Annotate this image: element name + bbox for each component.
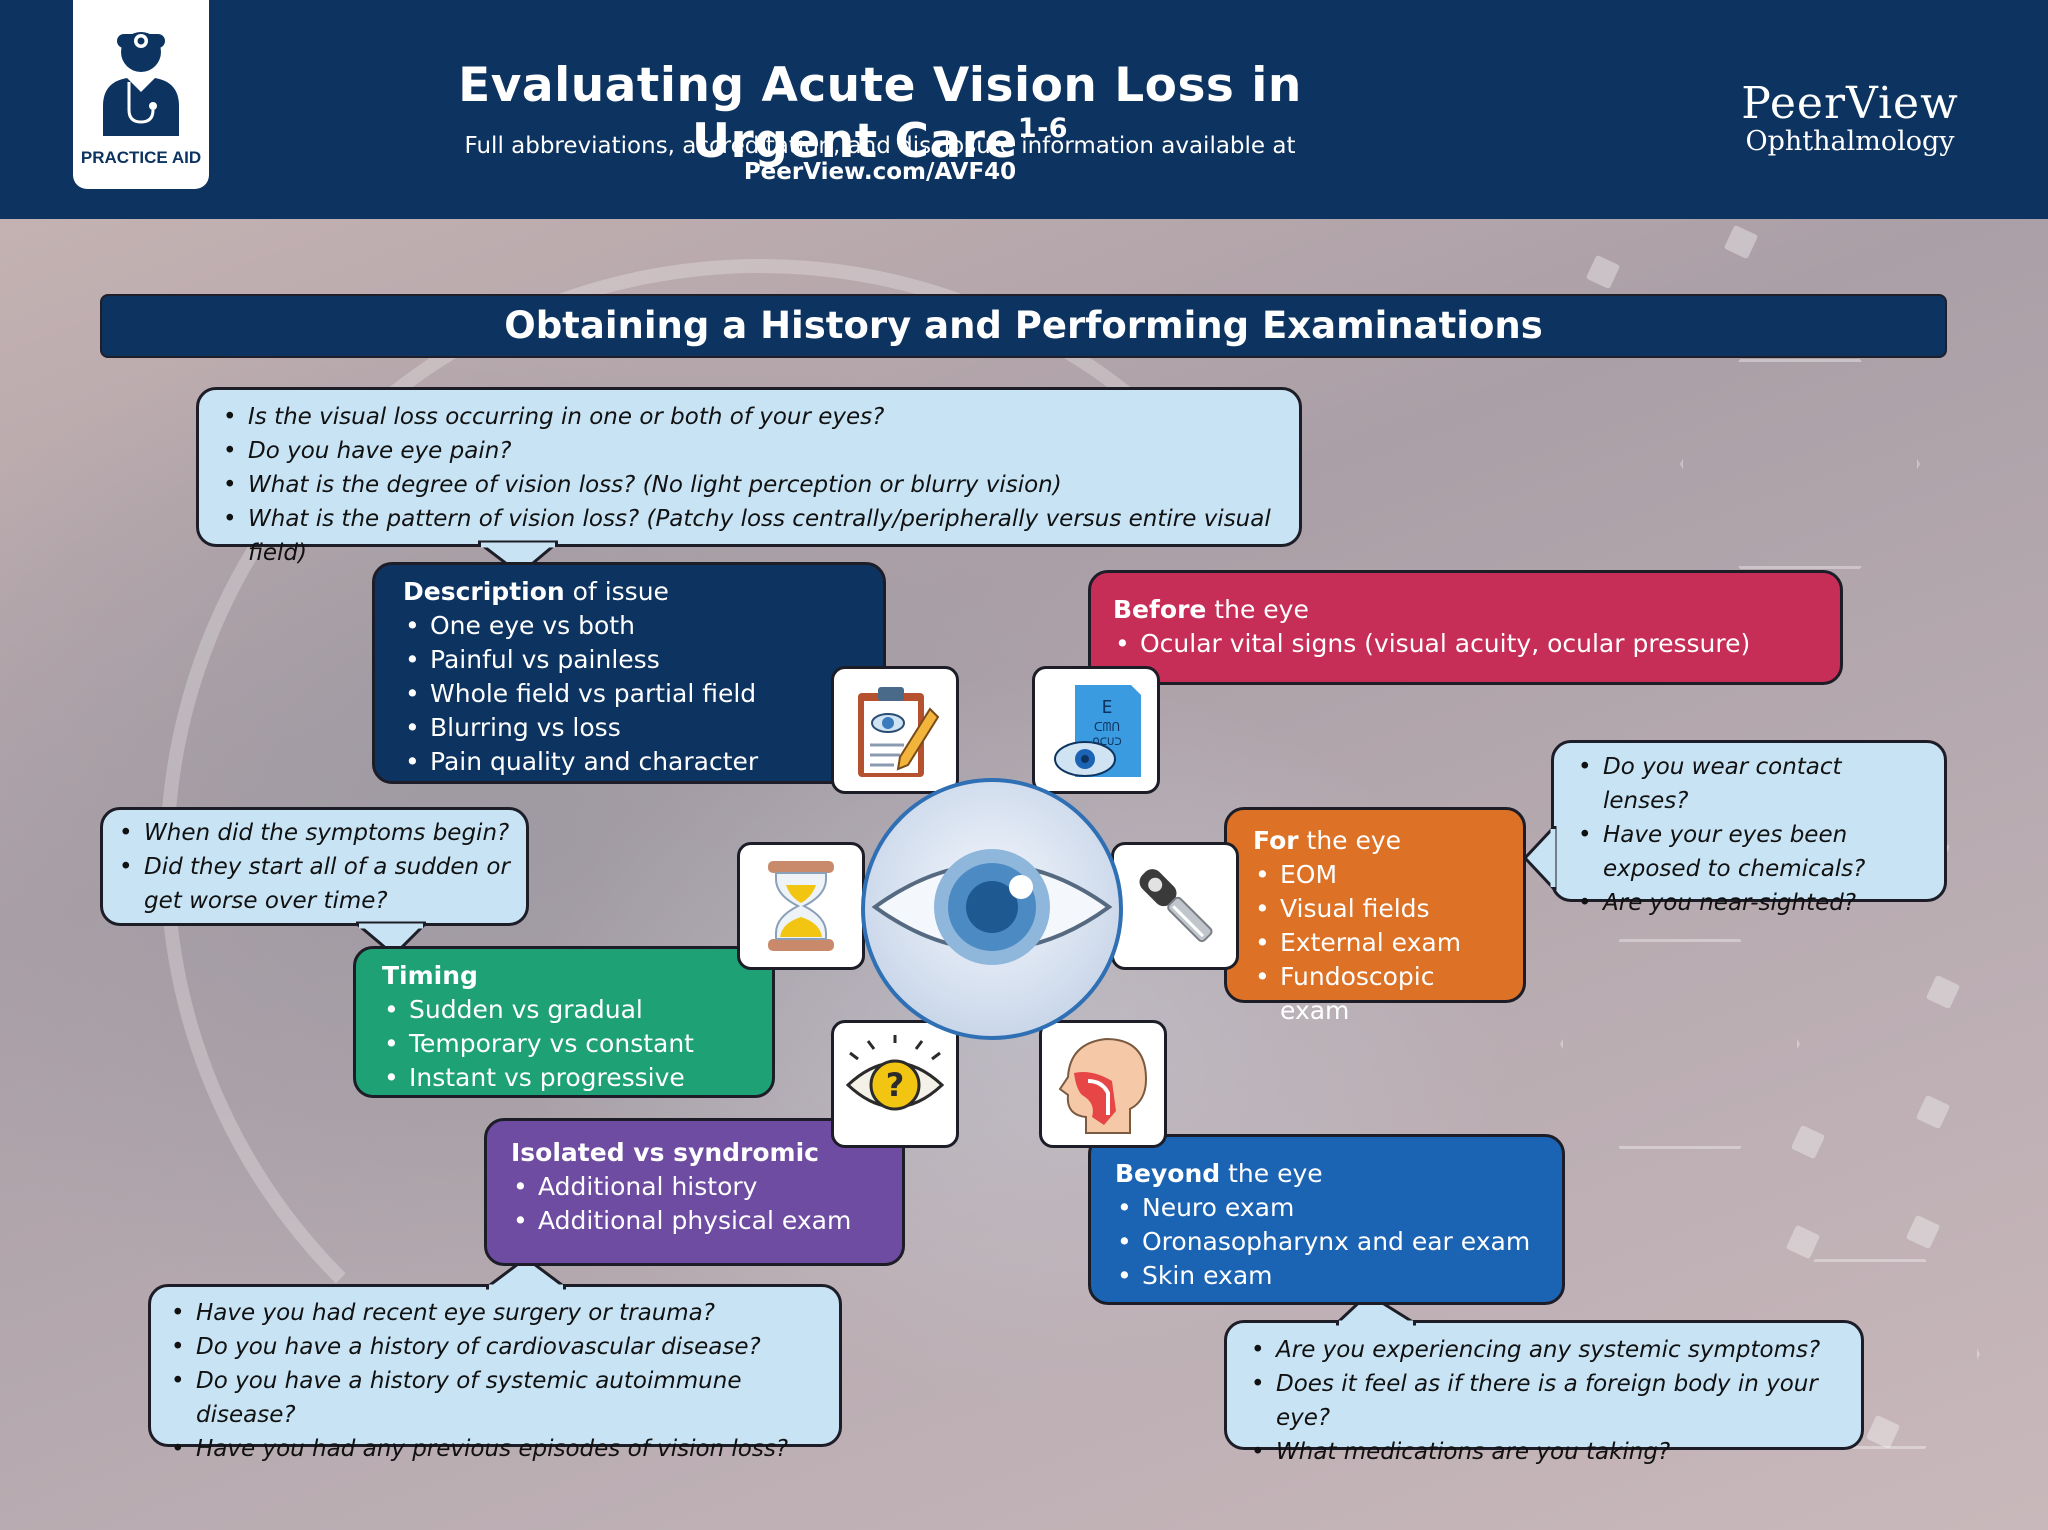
decorative-square <box>1785 1224 1821 1260</box>
brand-subtitle: Ophthalmology <box>1745 126 1955 157</box>
list-item: Whole field vs partial field <box>403 677 863 711</box>
section-title: Obtaining a History and Performing Exami… <box>100 294 1947 358</box>
list-item: What is the pattern of vision loss? (Pat… <box>221 502 1279 570</box>
list-item: EOM <box>1253 858 1509 892</box>
list-item: Do you have a history of systemic autoim… <box>169 1364 823 1432</box>
list-item: Neuro exam <box>1115 1191 1548 1225</box>
category-heading: Timing <box>382 961 478 990</box>
list-item: What medications are you taking? <box>1249 1435 1847 1469</box>
for-eye-box: For the eye EOM Visual fields External e… <box>1224 807 1526 1025</box>
list-item: Did they start all of a sudden or get wo… <box>117 850 510 918</box>
eye-question-icon: ? <box>845 1035 945 1111</box>
list-item: Have you had recent eye surgery or traum… <box>169 1296 823 1330</box>
svg-text:ᑕᗰᑎ: ᑕᗰᑎ <box>1094 720 1120 734</box>
list-item: Does it feel as if there is a foreign bo… <box>1249 1367 1847 1435</box>
peerview-link[interactable]: PeerView.com/AVF40 <box>743 159 1017 185</box>
list-item: Do you wear contact lenses? <box>1576 750 1930 818</box>
doctor-icon <box>103 32 179 136</box>
list-item: Pain quality and character <box>403 745 863 779</box>
svg-text:?: ? <box>886 1066 905 1104</box>
list-item: Blurring vs loss <box>403 711 863 745</box>
header-banner: PRACTICE AID Evaluating Acute Vision Los… <box>0 0 2048 219</box>
description-questions: Is the visual loss occurring in one or b… <box>196 387 1302 566</box>
beyond-questions: Are you experiencing any systemic sympto… <box>1224 1320 1864 1469</box>
practice-aid-badge: PRACTICE AID <box>73 0 209 189</box>
list-item: Sudden vs gradual <box>382 993 758 1027</box>
penlight-icon <box>1139 869 1213 943</box>
category-heading: Description of issue <box>403 577 669 606</box>
penlight-tile <box>1111 842 1239 970</box>
list-item: Additional physical exam <box>511 1204 888 1238</box>
beyond-eye-box: Beyond the eye Neuro exam Oronasopharynx… <box>1088 1134 1565 1305</box>
central-eye-circle <box>861 778 1123 1040</box>
timing-questions: When did the symptoms begin? Did they st… <box>100 807 529 926</box>
timing-box: Timing Sudden vs gradual Temporary vs co… <box>353 946 775 1098</box>
list-item: Ocular vital signs (visual acuity, ocula… <box>1113 627 1824 661</box>
list-item: When did the symptoms begin? <box>117 816 510 850</box>
bubble-tail <box>356 921 426 957</box>
bubble-tail <box>1523 826 1557 890</box>
decorative-square <box>1925 974 1961 1010</box>
eye-question-tile: ? <box>831 1020 959 1148</box>
head-profile-tile <box>1039 1020 1167 1148</box>
hourglass-tile <box>737 842 865 970</box>
eye-chart-tile: E ᑕᗰᑎ ᑎᑕᑌᑐ <box>1032 666 1160 794</box>
decorative-square <box>1723 224 1759 260</box>
bubble-tail <box>486 1258 566 1290</box>
list-item: Fundoscopic exam <box>1253 960 1509 1028</box>
category-heading: Beyond the eye <box>1115 1159 1323 1188</box>
category-heading: Before the eye <box>1113 595 1309 624</box>
list-item: Do you have eye pain? <box>221 434 1279 468</box>
hourglass-icon <box>768 861 834 951</box>
list-item: Have your eyes been exposed to chemicals… <box>1576 818 1930 886</box>
before-eye-box: Before the eye Ocular vital signs (visua… <box>1088 570 1843 685</box>
head-profile-icon <box>1058 1037 1148 1134</box>
svg-text:E: E <box>1102 697 1113 718</box>
title-superscript: 1-6 <box>1017 113 1069 144</box>
decorative-square <box>1585 254 1621 290</box>
svg-text:ᑎᑕᑌᑐ: ᑎᑕᑌᑐ <box>1092 737 1121 748</box>
list-item: Painful vs painless <box>403 643 863 677</box>
list-item: Do you have a history of cardiovascular … <box>169 1330 823 1364</box>
bubble-tail <box>478 540 558 576</box>
list-item: Skin exam <box>1115 1259 1548 1293</box>
list-item: Temporary vs constant <box>382 1027 758 1061</box>
decorative-square <box>1790 1124 1826 1160</box>
for-eye-questions: Do you wear contact lenses? Have your ey… <box>1551 740 1947 920</box>
list-item: Instant vs progressive <box>382 1061 758 1095</box>
eye-chart-icon: E ᑕᗰᑎ ᑎᑕᑌᑐ <box>1054 685 1141 777</box>
list-item: What is the degree of vision loss? (No l… <box>221 468 1279 502</box>
description-box: Description of issue One eye vs both Pai… <box>372 562 886 784</box>
page-title: Evaluating Acute Vision Loss in Urgent C… <box>458 58 1302 169</box>
decorative-hexagon <box>1680 359 1920 569</box>
list-item: Are you near-sighted? <box>1576 886 1930 920</box>
decorative-square <box>1905 1214 1941 1250</box>
brand-logo: PeerView <box>1741 78 1959 129</box>
list-item: Visual fields <box>1253 892 1509 926</box>
list-item: Have you had any previous episodes of vi… <box>169 1432 823 1466</box>
list-item: Oronasopharynx and ear exam <box>1115 1225 1548 1259</box>
clipboard-eye-icon <box>858 687 940 777</box>
category-heading: Isolated vs syndromic <box>511 1138 819 1167</box>
decorative-square <box>1915 1094 1951 1130</box>
badge-label: PRACTICE AID <box>80 148 202 167</box>
clipboard-tile <box>831 666 959 794</box>
eye-icon <box>871 849 1113 965</box>
list-item: Are you experiencing any systemic sympto… <box>1249 1333 1847 1367</box>
list-item: One eye vs both <box>403 609 863 643</box>
bubble-tail <box>1336 1294 1416 1326</box>
decorative-hexagon <box>1560 939 1800 1149</box>
isolated-questions: Have you had recent eye surgery or traum… <box>148 1284 842 1466</box>
page-subtitle: Full abbreviations, accreditation, and d… <box>464 133 1296 185</box>
list-item: Additional history <box>511 1170 888 1204</box>
list-item: Is the visual loss occurring in one or b… <box>221 400 1279 434</box>
list-item: External exam <box>1253 926 1509 960</box>
category-heading: For the eye <box>1253 826 1402 855</box>
